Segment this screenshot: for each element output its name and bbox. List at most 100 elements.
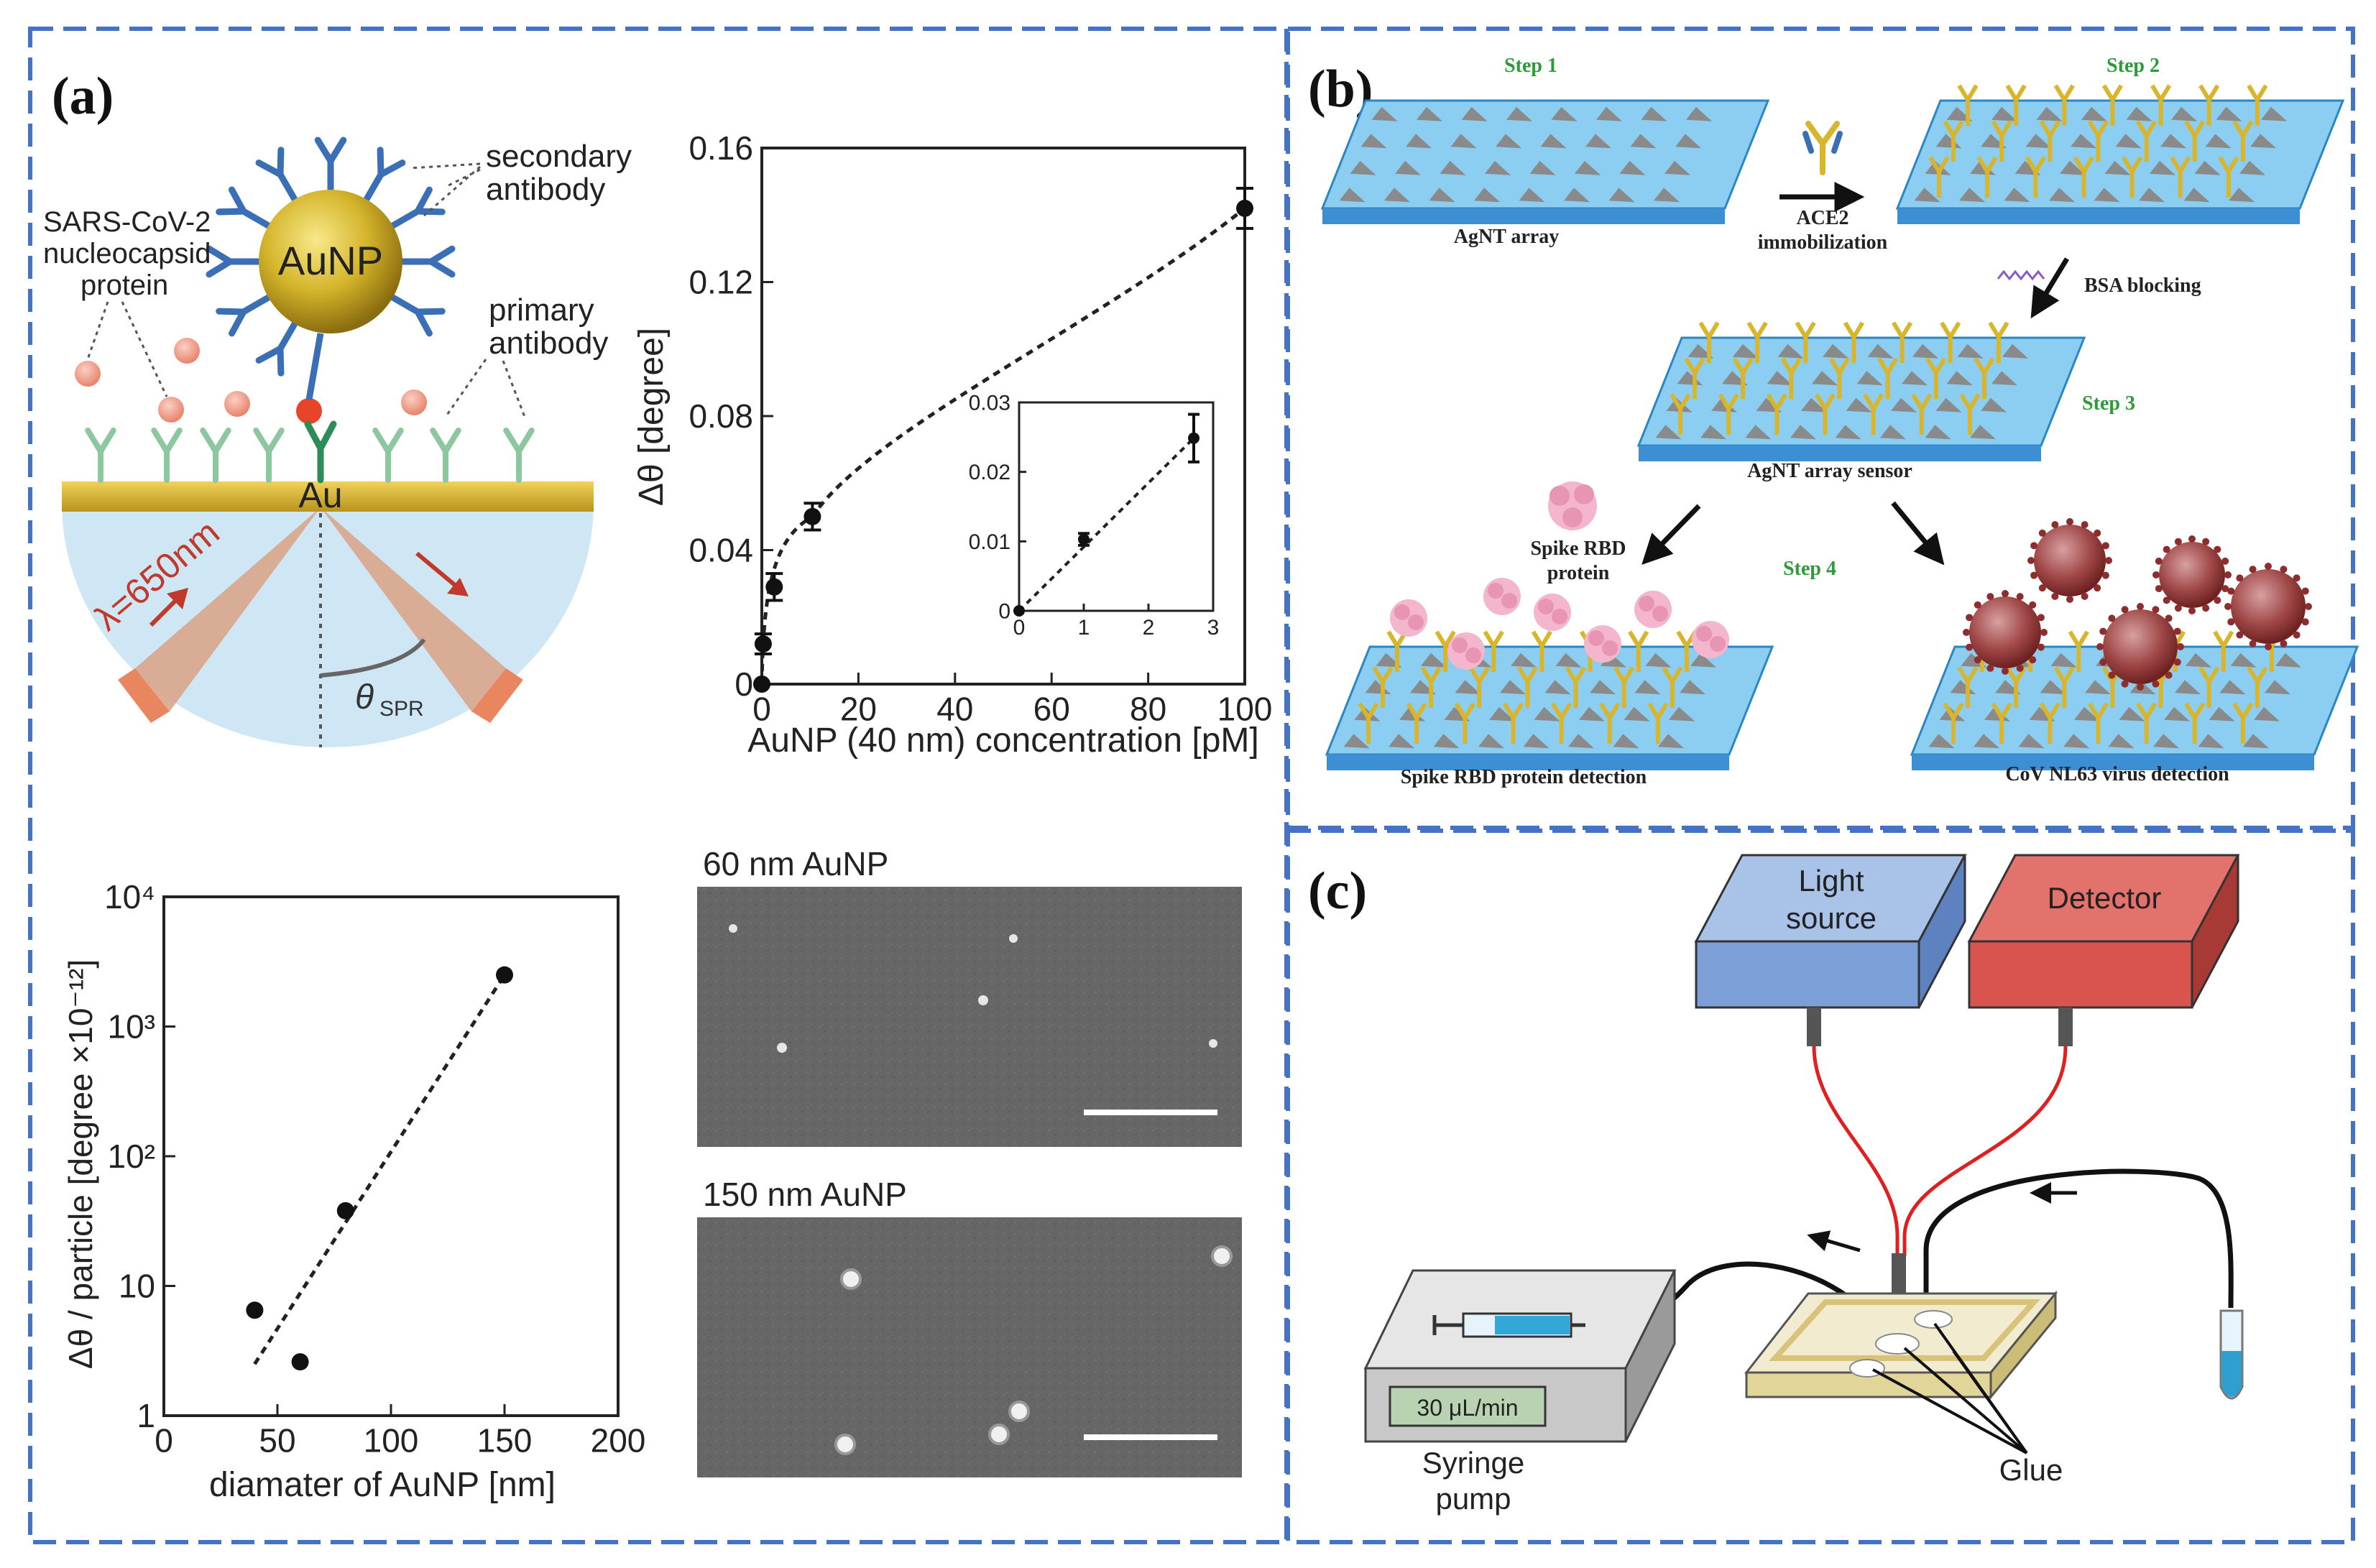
- nanotriangle: [1946, 371, 1973, 386]
- nanotriangle: [1529, 160, 1556, 175]
- virus-spike: [2152, 571, 2160, 578]
- virus-spike: [2165, 614, 2173, 622]
- ace2-arm: [1516, 666, 1530, 683]
- secondary-antibody-arm: [414, 208, 446, 216]
- y-axis-label: Δθ [degree]: [632, 328, 671, 506]
- theta-arc: [320, 638, 426, 678]
- nanotriangle: [1551, 106, 1578, 121]
- ace2-arm: [2144, 702, 2158, 719]
- ace2-arm: [1670, 393, 1682, 410]
- ace2-arm: [1766, 393, 1779, 410]
- nanotriangle: [1624, 706, 1650, 721]
- ace2-arm: [1746, 321, 1759, 338]
- nanotriangle: [1371, 106, 1398, 121]
- nanotriangle: [2018, 734, 2045, 749]
- sem-image-60: [697, 887, 1242, 1147]
- ace2-arm: [1573, 666, 1587, 683]
- nanotriangle: [1925, 425, 1951, 440]
- ace2-arm: [2062, 84, 2075, 101]
- light-source-box: Light source: [1694, 854, 1967, 1009]
- panel-b-workflow: Step 1 Step 2 Step 3 Step 4 AgNT array A…: [1320, 55, 2359, 788]
- spike-protein-lobe: [1652, 606, 1668, 622]
- plate-edge: [1897, 208, 2300, 224]
- ace2-arm: [2184, 120, 2197, 137]
- nanotriangle: [2230, 652, 2257, 668]
- spike-protein-lobe: [1696, 626, 1712, 642]
- x-tick-label: 100: [1217, 691, 1273, 728]
- nanotriangle: [1485, 160, 1511, 175]
- virus-spike: [2188, 607, 2196, 614]
- spike-protein-lobe: [1408, 614, 1424, 630]
- nucleocapsid-protein: [75, 361, 101, 387]
- nanotriangle: [1970, 425, 1996, 440]
- ace2-arm: [1951, 120, 1964, 137]
- ace2-arm: [1837, 357, 1851, 374]
- incident-beam: [135, 507, 321, 711]
- spr-schematic: Au λ=650nm θ SPR AuNP seconda: [43, 137, 632, 747]
- nanotriangle: [1343, 734, 1370, 749]
- ace2-arm: [1502, 702, 1516, 719]
- virus-spike: [2249, 566, 2257, 573]
- x-tick-label: 1: [1078, 616, 1090, 640]
- primary-antibody-arm: [98, 428, 116, 454]
- ace2-arm: [2096, 120, 2109, 137]
- spike-protein-lobe: [1394, 604, 1410, 620]
- nanotriangle: [1433, 734, 1460, 749]
- ace2-arm: [1525, 666, 1539, 683]
- secondary-antibody-arm: [414, 308, 446, 315]
- virus-spike: [2163, 596, 2170, 604]
- virus-particle: [2231, 569, 2306, 644]
- nanotriangle: [1801, 397, 1827, 412]
- ace2-arm: [1877, 357, 1890, 374]
- nanotriangle: [2094, 188, 2120, 203]
- nanotriangle: [1630, 134, 1657, 149]
- ace2-arm: [2207, 84, 2220, 101]
- ace2-arm: [2241, 120, 2254, 137]
- virus-particle: [2103, 609, 2178, 684]
- primary-antibody-arm: [213, 428, 231, 454]
- spike-protein-lobe: [1710, 636, 1726, 652]
- syringe-pump: 30 μL/min: [1363, 1269, 1677, 1443]
- nanotriangle: [1880, 425, 1906, 440]
- y-tick-label: 0.01: [969, 530, 1010, 554]
- ace2-arm: [1943, 120, 1956, 137]
- nanotriangle: [1928, 734, 1955, 749]
- secondary-antibody-label-2: antibody: [486, 172, 605, 207]
- data-point: [291, 1353, 309, 1371]
- ace2-arm: [2247, 84, 2260, 101]
- data-point: [753, 675, 770, 693]
- panel-label-c: (c): [1308, 862, 1367, 921]
- nanotriangle: [1339, 188, 1366, 203]
- panel-c-setup: Light source Detector: [1363, 854, 2244, 1516]
- flow-rate-display: [1389, 1385, 1547, 1427]
- primary-antibody-arm: [503, 428, 522, 454]
- secondary-antibody-arm: [327, 137, 347, 165]
- plate-spike: [1325, 645, 1774, 770]
- nanotriangle: [1835, 425, 1861, 440]
- nucleocapsid-label-1: SARS-CoV-2: [43, 206, 211, 238]
- virus-spike: [1974, 601, 1981, 609]
- step-1-label: Step 1: [1504, 55, 1557, 77]
- virus-particle: [1969, 596, 2041, 668]
- nanotriangle: [2261, 106, 2287, 121]
- aunp-label: AuNP: [278, 238, 383, 283]
- ace2-arm: [1943, 702, 1956, 719]
- ace2-arm: [2025, 156, 2037, 173]
- theta-subscript: SPR: [379, 697, 424, 721]
- aunp-stem: [305, 333, 324, 400]
- ace2-arm: [1982, 357, 1995, 374]
- secondary-antibody-arm: [414, 308, 433, 337]
- ace2-arm: [1968, 393, 1981, 410]
- ace2-arm: [1366, 702, 1379, 719]
- sensor-chip: [1744, 1290, 2058, 1401]
- virus-spike: [2224, 571, 2232, 578]
- nanotriangle: [1902, 371, 1928, 386]
- ace2-arm: [1386, 630, 1399, 647]
- ace2-arm: [1676, 630, 1689, 647]
- data-point: [754, 635, 772, 653]
- ace2-arm: [2014, 666, 2027, 683]
- sem-images: 60 nm AuNP 150 nm AuNP: [697, 845, 1242, 1477]
- nanotriangle: [1395, 160, 1421, 175]
- ace2-arm: [1656, 702, 1669, 719]
- ace2-arm: [1429, 666, 1442, 683]
